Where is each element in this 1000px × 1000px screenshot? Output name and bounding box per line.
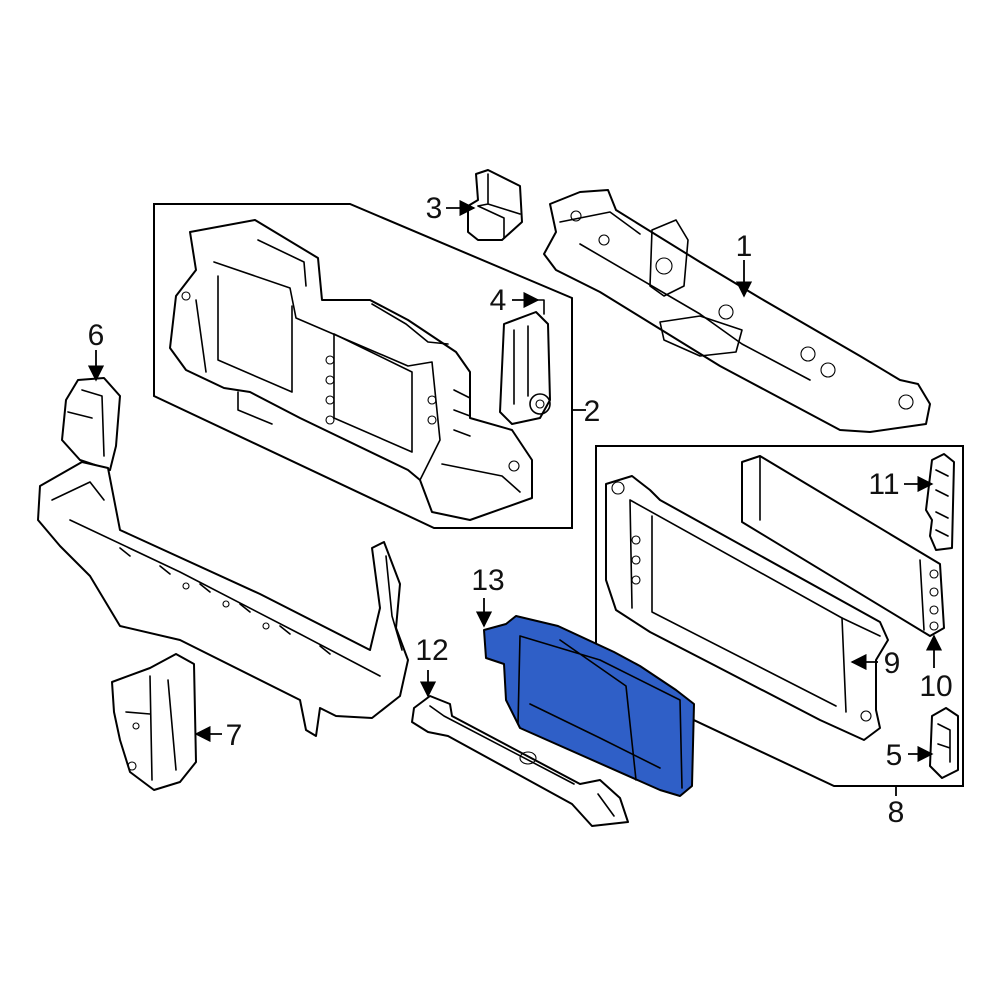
condenser-frame[interactable] (605, 475, 889, 741)
upper-bracket[interactable] (467, 169, 523, 241)
callout-5[interactable]: 5 (886, 739, 903, 772)
callout-11[interactable]: 11 (868, 468, 899, 501)
radiator-support-frame[interactable] (169, 219, 533, 521)
callout-13[interactable]: 13 (471, 564, 504, 597)
lower-cross-member[interactable] (37, 461, 409, 737)
callout-1[interactable]: 1 (736, 230, 753, 263)
lower-bar[interactable] (411, 695, 629, 827)
condenser-core[interactable] (741, 455, 945, 637)
callout-10[interactable]: 10 (919, 670, 952, 703)
highlighted-air-deflector[interactable] (483, 615, 695, 797)
small-bracket[interactable] (929, 707, 959, 779)
callout-8[interactable]: 8 (888, 796, 905, 829)
callout-2[interactable]: 2 (584, 395, 601, 428)
callout-12[interactable]: 12 (415, 634, 448, 667)
hood-latch[interactable] (499, 299, 551, 425)
upper-cover[interactable] (543, 189, 931, 433)
left-air-guide[interactable] (61, 377, 121, 471)
callout-6[interactable]: 6 (88, 319, 105, 352)
side-bracket[interactable] (925, 453, 955, 551)
callout-7[interactable]: 7 (226, 719, 243, 752)
group-box-8 (595, 445, 964, 787)
left-lower-air-guide[interactable] (111, 653, 197, 791)
callout-3[interactable]: 3 (426, 192, 443, 225)
callout-4[interactable]: 4 (490, 284, 507, 317)
group-box-2 (153, 203, 573, 529)
callout-9[interactable]: 9 (884, 647, 901, 680)
